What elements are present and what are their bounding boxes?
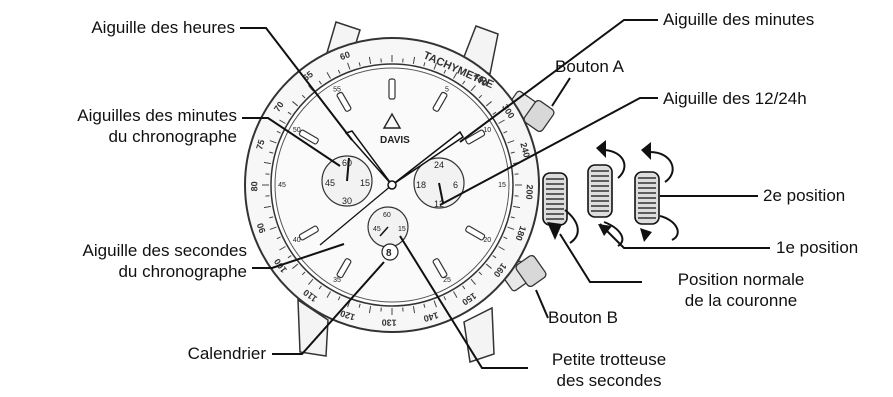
dial-minute-number: 25 <box>443 277 451 284</box>
svg-text:15: 15 <box>360 178 370 188</box>
dial-minute-number: 5 <box>445 87 449 94</box>
label-chrono-minute-hands: Aiguilles des minutes du chronographe <box>4 105 237 147</box>
svg-text:6: 6 <box>453 180 458 190</box>
svg-text:DAVIS: DAVIS <box>380 135 410 146</box>
label-button-a: Bouton A <box>555 56 624 77</box>
bezel-number: 80 <box>249 181 259 191</box>
dial-minute-number: 35 <box>333 277 341 284</box>
svg-text:15: 15 <box>398 226 406 233</box>
hour-marker <box>389 79 395 99</box>
label-small-seconds-line2: des secondes <box>518 370 700 391</box>
crown-position-second <box>635 142 678 242</box>
svg-text:60: 60 <box>383 212 391 219</box>
dial-minute-number: 40 <box>293 237 301 244</box>
label-crown-normal-position-line2: de la couronne <box>646 290 836 311</box>
label-small-seconds-line1: Petite trotteuse <box>518 349 700 370</box>
crown-position-normal <box>543 173 578 243</box>
svg-text:8: 8 <box>386 248 392 259</box>
label-chrono-minute-hands-line2: du chronographe <box>4 126 237 147</box>
dial-minute-number: 45 <box>278 182 286 189</box>
label-chrono-second-hand-line1: Aiguille des secondes <box>4 240 247 261</box>
label-calendar: Calendrier <box>118 343 266 364</box>
svg-text:30: 30 <box>342 196 352 206</box>
bezel-number: 130 <box>382 317 397 327</box>
label-minute-hand: Aiguille des minutes <box>663 9 814 30</box>
label-chrono-second-hand: Aiguille des secondes du chronographe <box>4 240 247 282</box>
svg-text:45: 45 <box>373 226 381 233</box>
svg-text:60: 60 <box>342 158 352 168</box>
label-small-seconds: Petite trotteuse des secondes <box>518 349 700 391</box>
dial-minute-number: 50 <box>293 127 301 134</box>
dial-minute-number: 55 <box>333 87 341 94</box>
lower-lug-right <box>464 308 494 362</box>
label-2e-position: 2e position <box>763 185 845 206</box>
dial-minute-number: 20 <box>483 237 491 244</box>
label-hour-hand: Aiguille des heures <box>20 17 235 38</box>
label-chrono-minute-hands-line1: Aiguilles des minutes <box>4 105 237 126</box>
svg-text:45: 45 <box>325 178 335 188</box>
label-chrono-second-hand-line2: du chronographe <box>4 261 247 282</box>
svg-text:18: 18 <box>416 180 426 190</box>
dial-minute-number: 15 <box>498 182 506 189</box>
label-crown-normal-position-line1: Position normale <box>646 269 836 290</box>
label-1e-position: 1e position <box>776 237 858 258</box>
dial-minute-number: 10 <box>483 127 491 134</box>
leader-1e-position <box>600 224 770 248</box>
label-12-24h-hand: Aiguille des 12/24h <box>663 88 807 109</box>
date-window: 8 <box>382 244 398 260</box>
subdial-chrono-minutes: 60 15 30 45 <box>322 156 372 206</box>
leader-button-b <box>536 290 548 318</box>
svg-text:24: 24 <box>434 160 444 170</box>
label-crown-normal-position: Position normale de la couronne <box>646 269 836 311</box>
label-button-b: Bouton B <box>548 307 618 328</box>
bezel-number: 200 <box>524 184 535 200</box>
leader-button-a <box>552 78 570 106</box>
